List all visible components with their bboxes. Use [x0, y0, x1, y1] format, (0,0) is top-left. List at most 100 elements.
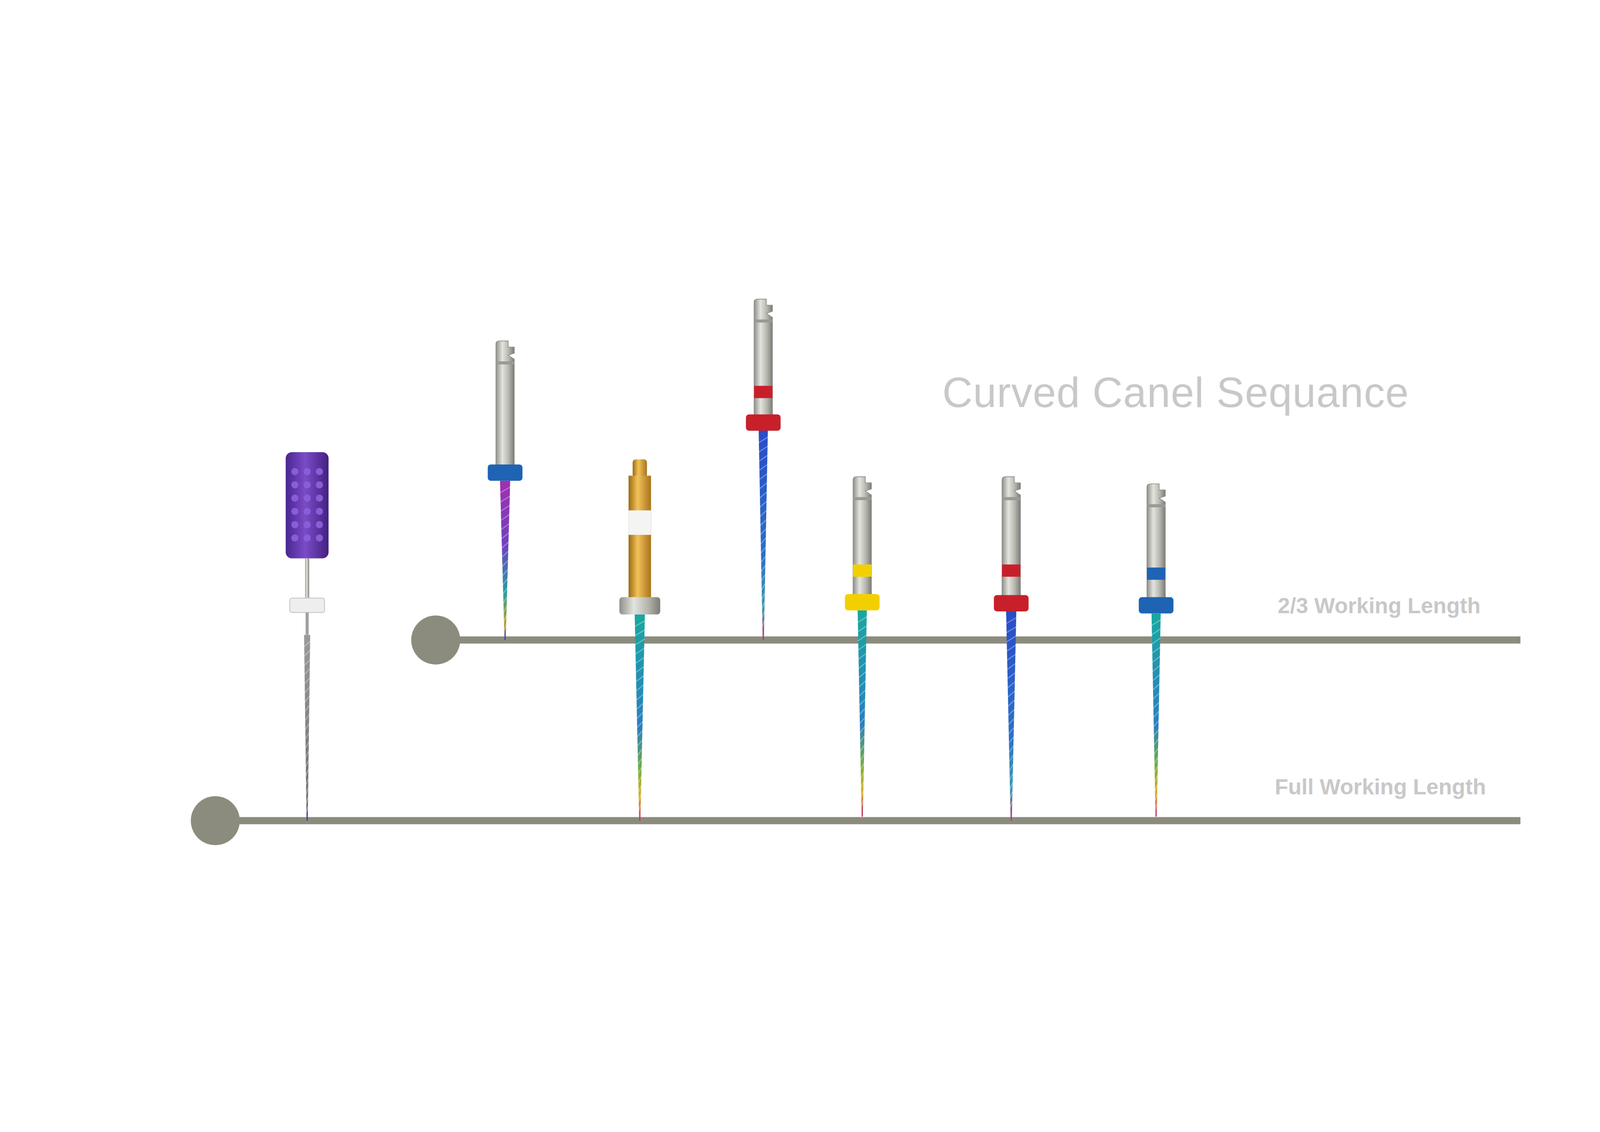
flute-stroke	[758, 455, 769, 462]
file-blade	[304, 634, 311, 821]
shank-groove	[495, 361, 515, 365]
flute-stroke	[1152, 683, 1160, 690]
flute-stroke	[636, 702, 644, 709]
file-handle	[628, 475, 651, 598]
flute-stroke	[499, 495, 510, 502]
flute-stroke	[638, 785, 642, 792]
grip-dot	[303, 520, 312, 529]
grip-dot	[303, 534, 312, 542]
flute-stroke	[499, 486, 511, 493]
flute-stroke	[304, 686, 311, 693]
endo-file	[487, 340, 523, 640]
file-collar	[619, 597, 660, 615]
flute-stroke	[501, 532, 510, 539]
flute-stroke	[858, 671, 866, 678]
color-ring	[852, 564, 872, 577]
rubber-stop	[289, 597, 325, 613]
flute-stroke	[758, 464, 768, 471]
file-blade	[1151, 613, 1161, 817]
grip-dot	[315, 520, 323, 529]
flute-stroke	[1153, 711, 1159, 717]
flute-stroke	[637, 730, 643, 737]
flute-stroke	[636, 693, 644, 700]
flute-stroke	[1153, 692, 1160, 699]
flute-stroke	[760, 537, 767, 544]
flute-stroke	[636, 712, 644, 719]
flute-stroke	[304, 659, 311, 665]
endo-file	[1138, 483, 1174, 816]
flute-stroke	[305, 741, 310, 748]
length-label: Full Working Length	[1274, 774, 1486, 800]
flute-stroke	[859, 698, 866, 705]
flute-stroke	[1009, 754, 1014, 761]
flute-stroke	[634, 620, 646, 627]
flute-stroke	[758, 436, 769, 443]
flute-stroke	[1151, 637, 1161, 644]
flute-stroke	[1010, 791, 1013, 798]
flute-stroke	[1008, 736, 1014, 743]
file-handle	[632, 459, 647, 478]
flute-stroke	[761, 574, 765, 581]
flute-stroke	[305, 723, 310, 730]
flute-stroke	[1007, 700, 1015, 707]
flute-stroke	[634, 629, 645, 636]
flute-stroke	[761, 583, 765, 590]
shank-groove	[753, 319, 773, 323]
file-blade	[857, 610, 867, 817]
flute-stroke	[1006, 626, 1017, 633]
flute-stroke	[858, 662, 867, 669]
flute-stroke	[502, 560, 509, 567]
grip-dot	[291, 494, 299, 502]
flute-stroke	[501, 541, 510, 548]
guide-dot	[190, 795, 240, 845]
endo-file	[993, 476, 1029, 821]
flute-stroke	[859, 708, 866, 715]
grip-dot	[315, 534, 323, 542]
flute-stroke	[858, 680, 866, 687]
endo-file	[745, 298, 781, 640]
flute-stroke	[1155, 803, 1157, 810]
grip-dot	[315, 481, 323, 489]
file-shank	[753, 298, 773, 415]
flute-stroke	[502, 578, 508, 585]
flute-stroke	[1008, 718, 1015, 725]
flute-stroke	[637, 739, 643, 746]
file-handle	[285, 451, 329, 559]
flute-stroke	[762, 620, 765, 627]
file-shaft	[305, 612, 309, 635]
flute-stroke	[760, 528, 767, 535]
flute-stroke	[638, 794, 641, 801]
color-ring	[1147, 567, 1166, 580]
flute-stroke	[1154, 784, 1158, 791]
flute-stroke	[1009, 773, 1013, 780]
grip-dot	[303, 481, 312, 489]
file-shank	[852, 476, 872, 594]
flute-stroke	[861, 800, 864, 806]
flute-stroke	[1005, 617, 1017, 624]
flute-stroke	[859, 717, 866, 724]
file-collar	[487, 464, 523, 481]
file-collar	[745, 414, 781, 431]
file-shank	[1147, 483, 1166, 597]
flute-stroke	[306, 787, 308, 794]
grip-dot	[291, 507, 299, 515]
flute-stroke	[861, 790, 863, 797]
flute-stroke	[1008, 745, 1014, 752]
file-shank	[1002, 476, 1021, 596]
flute-stroke	[1006, 635, 1017, 642]
flute-stroke	[1007, 709, 1015, 716]
flute-stroke	[500, 523, 510, 530]
flute-stroke	[860, 772, 864, 779]
flute-stroke	[1153, 738, 1159, 745]
flute-stroke	[1152, 665, 1160, 672]
flute-stroke	[635, 675, 645, 682]
flute-stroke	[1153, 720, 1159, 727]
flute-stroke	[1009, 764, 1013, 771]
grip-dot	[303, 507, 312, 515]
flute-stroke	[503, 606, 507, 613]
flute-stroke	[304, 696, 310, 702]
flute-stroke	[858, 653, 867, 660]
flute-stroke	[634, 648, 645, 655]
flute-stroke	[1154, 757, 1159, 764]
flute-stroke	[638, 776, 642, 783]
